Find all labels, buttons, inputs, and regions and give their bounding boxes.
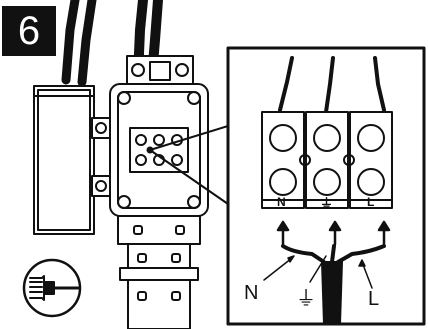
terminal-label-ground: ⏚ bbox=[320, 196, 334, 211]
top-connector bbox=[126, 55, 194, 87]
terminal-label-neutral: N bbox=[277, 195, 286, 209]
inset-arrows bbox=[276, 220, 391, 246]
inset-terminal-block bbox=[261, 111, 393, 209]
callout-label-ground: ⏚ bbox=[296, 288, 316, 310]
step-number-badge: 6 bbox=[2, 6, 56, 56]
screwdriver-icon bbox=[22, 258, 82, 318]
terminal-label-line: L bbox=[367, 195, 375, 209]
junction-box bbox=[109, 83, 209, 217]
inset-supply-cable bbox=[281, 244, 386, 325]
zoom-connector-lines bbox=[149, 125, 229, 205]
wall-bracket bbox=[33, 85, 111, 235]
callout-label-neutral: N bbox=[244, 282, 259, 304]
callout-label-line: L bbox=[368, 288, 380, 310]
mounting-rail bbox=[117, 215, 201, 329]
callout-leaders bbox=[263, 255, 373, 289]
inset-top-wires bbox=[278, 56, 386, 114]
